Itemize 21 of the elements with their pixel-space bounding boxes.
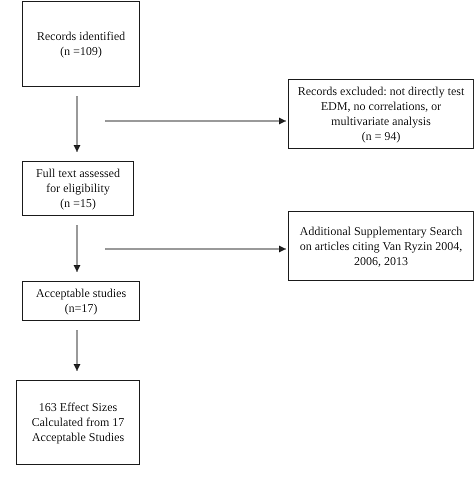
- process-box: [22, 1, 140, 87]
- process-box: [22, 161, 134, 216]
- arrow: [104, 118, 286, 124]
- process-box: [288, 79, 474, 149]
- process-box: [16, 380, 140, 465]
- box-text: Acceptable studies: [36, 286, 126, 301]
- box-text: Additional Supplementary Search on articles citing Van Ryzin 2004, 2006, 2013: [298, 224, 464, 268]
- box-text: Records identified: [36, 29, 126, 44]
- arrow: [104, 246, 286, 252]
- box-text: Records excluded: not directly test EDM, no correlations, or multivariate analysis: [296, 84, 466, 129]
- process-box: [288, 211, 474, 281]
- box-text: 163 Effect Sizes Calculated from 17 Acceptable Studies: [30, 400, 126, 445]
- arrow: [74, 330, 80, 372]
- box-text: (n=17): [64, 301, 98, 316]
- box-text: (n = 94): [362, 129, 400, 144]
- arrow: [74, 96, 80, 152]
- process-box: [22, 281, 140, 321]
- box-text: (n =109): [60, 44, 102, 59]
- arrow: [74, 224, 80, 272]
- box-text: Full text assessed for eligibility: [35, 166, 121, 196]
- box-text: (n =15): [60, 196, 96, 211]
